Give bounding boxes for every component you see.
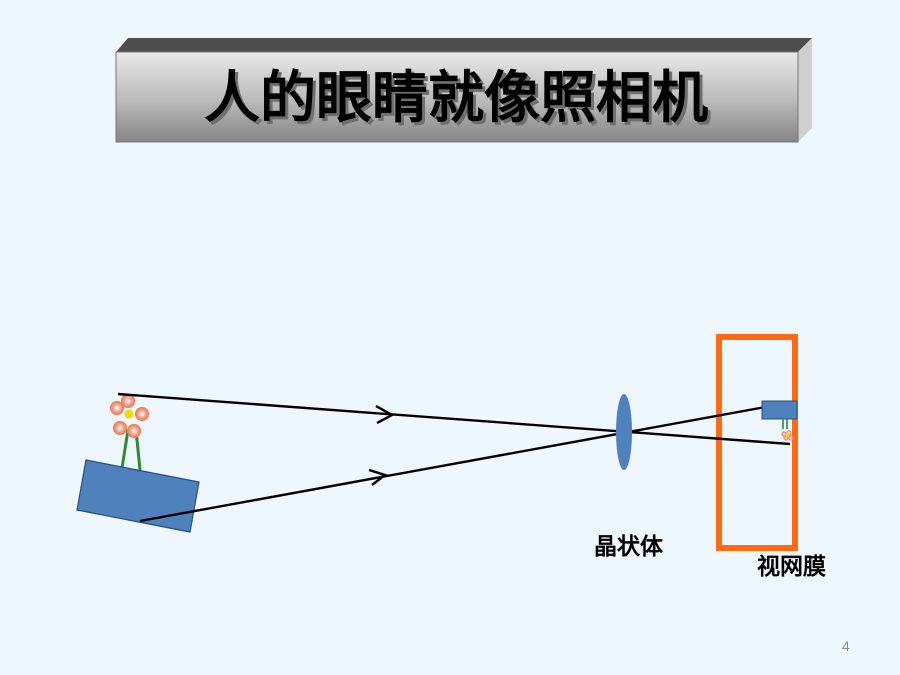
ray-top bbox=[117, 392, 791, 446]
retina-image-box bbox=[761, 400, 798, 420]
title-banner-top-face bbox=[116, 38, 812, 52]
retina-label: 视网膜 bbox=[757, 553, 826, 580]
title-banner: 人的眼睛就像照相机 人的眼睛就像照相机 bbox=[115, 38, 812, 143]
flower-center bbox=[124, 409, 134, 419]
title-banner-front-face bbox=[115, 51, 799, 143]
title-banner-side-face bbox=[798, 38, 812, 142]
ray-bottom-arrow bbox=[368, 468, 388, 486]
object-flower-pot bbox=[76, 394, 200, 533]
page-number: 4 bbox=[842, 638, 850, 654]
slide-title-shadow: 人的眼睛就像照相机 bbox=[207, 69, 711, 134]
ray-bottom bbox=[139, 400, 794, 523]
lens-shape bbox=[616, 394, 632, 470]
object-box bbox=[76, 459, 200, 533]
flower bbox=[110, 394, 149, 438]
flower-stem-left bbox=[120, 429, 130, 469]
slide-title: 人的眼睛就像照相机 bbox=[204, 66, 708, 131]
retina-image bbox=[761, 400, 798, 441]
retina-frame bbox=[716, 334, 798, 551]
ray-top-arrow bbox=[375, 404, 395, 425]
lens-label: 晶状体 bbox=[594, 533, 664, 560]
